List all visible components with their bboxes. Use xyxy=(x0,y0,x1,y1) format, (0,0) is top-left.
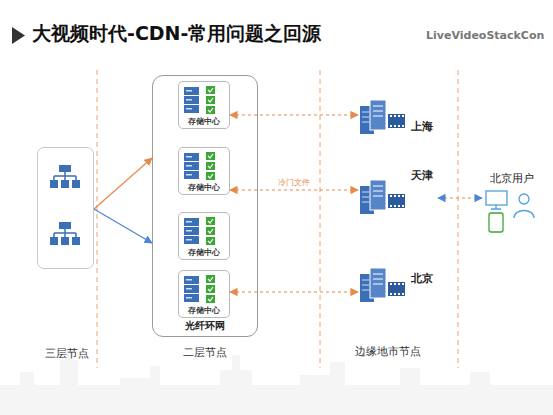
node-text: 光纤环网 xyxy=(153,319,257,333)
edge-city-node: 北京 xyxy=(358,265,438,307)
edge-city-node: 天津 xyxy=(358,168,438,218)
node-text: 二层节点 xyxy=(153,345,257,360)
node-text: 北京 xyxy=(411,271,438,286)
network-icon xyxy=(50,222,80,245)
connector-arrow xyxy=(94,209,152,243)
network-icon xyxy=(50,165,80,188)
connector-arrow xyxy=(230,291,358,292)
slide-title: 大视频时代-CDN-常用问题之回源 xyxy=(32,21,321,47)
storage-center-box: 存储中心 xyxy=(178,81,230,129)
edge-server-icon xyxy=(360,100,405,134)
monitor-stand xyxy=(491,205,501,209)
connector-arrow xyxy=(94,158,152,209)
node-text: 存储中心 xyxy=(179,306,229,316)
node-text: 存储中心 xyxy=(179,117,229,127)
user-node: 北京用户 xyxy=(482,170,542,238)
storage-center-box: 存储中心 xyxy=(178,270,230,318)
storage-center-box: 存储中心 xyxy=(178,147,230,195)
storage-icon xyxy=(184,275,215,303)
edge-server-icon xyxy=(360,268,405,302)
node-text: 存储中心 xyxy=(179,248,229,258)
storage-center-box: 存储中心 xyxy=(178,212,230,260)
node-text: 存储中心 xyxy=(179,183,229,193)
title-marker xyxy=(12,27,25,44)
edge-city-node: 上海 xyxy=(358,97,438,139)
connector-arrow xyxy=(438,197,482,198)
tablet-icon xyxy=(489,213,503,232)
tier3-node-box: 三层节点 xyxy=(37,147,94,269)
storage-icon xyxy=(184,217,215,245)
node-text: 上海 xyxy=(411,119,438,134)
connector-arrow xyxy=(230,189,358,190)
conference-logo: LiveVideoStackCon xyxy=(426,29,544,42)
node-text: 北京用户 xyxy=(482,172,542,186)
monitor-icon xyxy=(486,191,507,205)
column-divider xyxy=(320,70,321,368)
fiber-ring-group: 光纤环网二层节点存储中心存储中心存储中心存储中心 xyxy=(152,75,258,337)
person-icon xyxy=(514,211,534,219)
node-text: 三层节点 xyxy=(26,346,107,361)
person-icon xyxy=(519,194,529,204)
column-divider xyxy=(458,70,459,368)
storage-icon xyxy=(184,152,215,180)
connector-arrow xyxy=(230,114,358,115)
column-label: 边缘地市节点 xyxy=(355,344,421,359)
edge-label: 冷门文件 xyxy=(278,177,310,188)
storage-icon xyxy=(184,86,215,114)
column-divider xyxy=(97,70,98,368)
node-text: 天津 xyxy=(411,168,438,183)
edge-server-icon xyxy=(360,180,405,214)
